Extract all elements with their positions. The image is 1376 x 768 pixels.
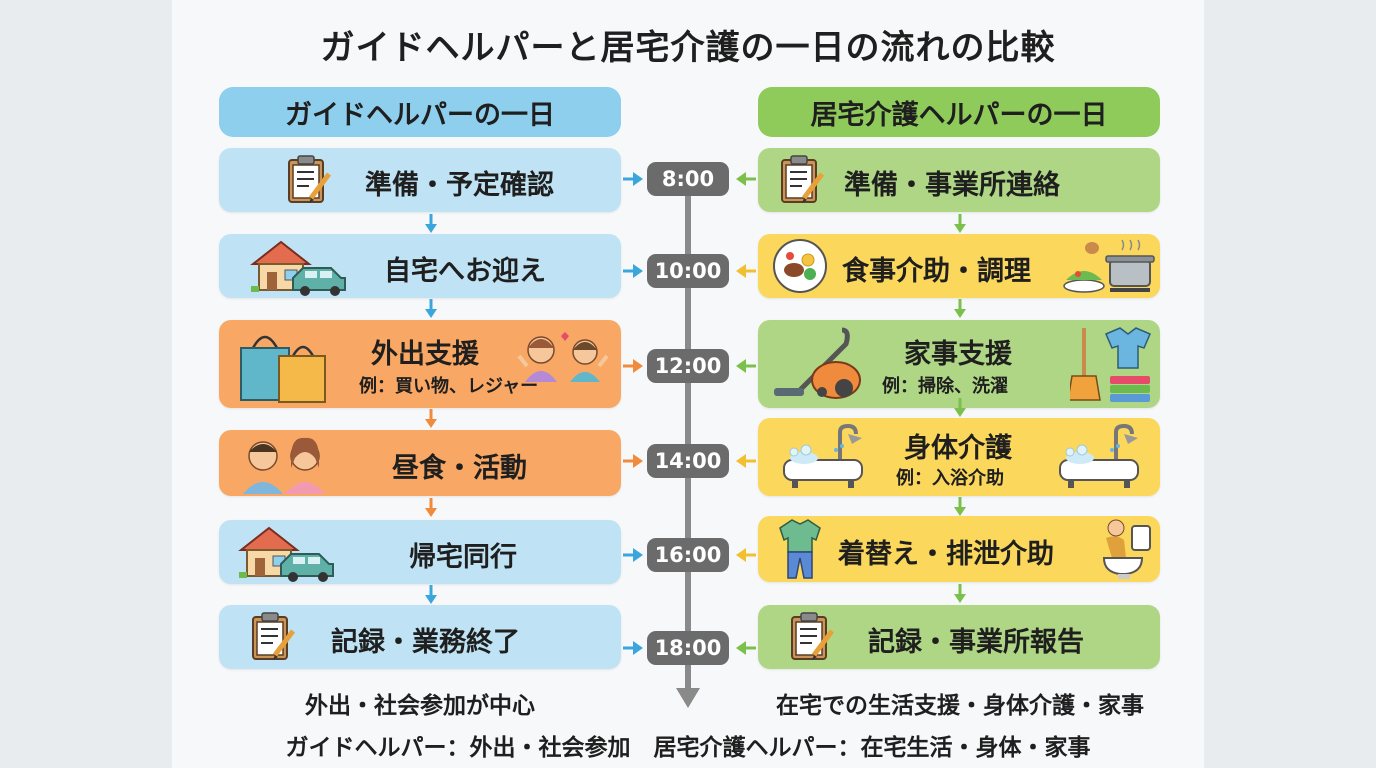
time-badge-0800: 8:00 bbox=[647, 162, 729, 196]
time-badge-1800: 18:00 bbox=[647, 631, 729, 665]
left-arrow-icon bbox=[736, 172, 756, 186]
right-down-arrow-icon bbox=[954, 398, 966, 417]
right-arrow-icon bbox=[623, 454, 643, 468]
time-badge-1200: 12:00 bbox=[647, 349, 729, 383]
right-step-1: 準備・事業所連絡 bbox=[758, 148, 1160, 212]
left-down-arrow-icon bbox=[425, 409, 437, 428]
right-step-5-label: 着替え・排泄介助 bbox=[838, 539, 1054, 570]
right-step-6: 記録・事業所報告 bbox=[758, 605, 1160, 669]
right-column-heading: 居宅介護ヘルパーの一日 bbox=[758, 87, 1160, 137]
left-step-2-label: 自宅へお迎え bbox=[384, 256, 546, 287]
left-column-heading: ガイドヘルパーの一日 bbox=[219, 87, 621, 137]
right-arrow-icon bbox=[623, 548, 643, 562]
bathtub-icon bbox=[783, 424, 863, 488]
right-arrow-icon bbox=[623, 641, 643, 655]
time-badge-1400: 14:00 bbox=[647, 444, 729, 478]
cooking-pot-icon bbox=[1063, 239, 1155, 293]
left-step-1-label: 準備・予定確認 bbox=[365, 170, 554, 201]
right-step-3: 家事支援 例：掃除、洗濯 bbox=[758, 320, 1160, 408]
left-down-arrow-icon bbox=[425, 299, 437, 318]
left-step-5: 帰宅同行 bbox=[219, 520, 621, 584]
left-arrow-icon bbox=[736, 454, 756, 468]
left-arrow-icon bbox=[736, 641, 756, 655]
left-step-6: 記録・業務終了 bbox=[219, 605, 621, 669]
clothes-icon bbox=[779, 519, 821, 579]
left-step-3: 外出支援 例：買い物、レジャー bbox=[219, 320, 621, 408]
right-arrow-icon bbox=[623, 264, 643, 278]
right-step-4: 身体介護 例：入浴介助 bbox=[758, 418, 1160, 496]
left-step-3-label: 外出支援 bbox=[371, 339, 479, 370]
happy-people-icon bbox=[517, 332, 609, 382]
clipboard-icon bbox=[288, 155, 331, 203]
shopping-bags-icon bbox=[240, 335, 326, 403]
right-arrow-icon bbox=[623, 359, 643, 373]
right-step-1-label: 準備・事業所連絡 bbox=[844, 170, 1060, 201]
right-down-arrow-icon bbox=[954, 299, 966, 318]
house-car-icon bbox=[238, 526, 334, 582]
right-arrow-icon bbox=[623, 172, 643, 186]
left-down-arrow-icon bbox=[425, 498, 437, 517]
bathtub-icon bbox=[1059, 424, 1139, 488]
left-step-3-example: 例：買い物、レジャー bbox=[359, 376, 539, 397]
right-step-4-label: 身体介護 bbox=[904, 433, 1012, 464]
timeline-axis bbox=[685, 192, 691, 692]
right-step-2: 食事介助・調理 bbox=[758, 234, 1160, 298]
left-summary: 外出・社会参加が中心 bbox=[305, 693, 535, 719]
left-step-4: 昼食・活動 bbox=[219, 430, 621, 496]
clipboard-icon bbox=[791, 612, 834, 660]
left-step-5-label: 帰宅同行 bbox=[409, 542, 517, 573]
vacuum-icon bbox=[774, 327, 861, 399]
right-down-arrow-icon bbox=[954, 214, 966, 233]
left-arrow-icon bbox=[736, 548, 756, 562]
toilet-icon bbox=[1102, 519, 1151, 579]
timeline-arrow-icon bbox=[676, 688, 700, 708]
time-badge-1000: 10:00 bbox=[647, 254, 729, 288]
house-car-icon bbox=[250, 240, 346, 296]
left-step-6-label: 記録・業務終了 bbox=[331, 627, 520, 658]
right-step-4-example: 例：入浴介助 bbox=[896, 468, 1004, 489]
right-down-arrow-icon bbox=[954, 584, 966, 603]
meal-plate-icon bbox=[773, 239, 827, 293]
left-arrow-icon bbox=[736, 264, 756, 278]
left-down-arrow-icon bbox=[425, 214, 437, 233]
right-down-arrow-icon bbox=[954, 497, 966, 516]
two-people-icon bbox=[243, 437, 325, 494]
time-badge-1600: 16:00 bbox=[647, 538, 729, 572]
right-step-2-label: 食事介助・調理 bbox=[842, 256, 1031, 287]
left-arrow-icon bbox=[736, 359, 756, 373]
left-step-2: 自宅へお迎え bbox=[219, 234, 621, 298]
clipboard-icon bbox=[781, 155, 824, 203]
page-title: ガイドヘルパーと居宅介護の一日の流れの比較 bbox=[320, 28, 1056, 68]
right-step-3-example: 例：掃除、洗濯 bbox=[882, 376, 1008, 397]
footer-comparison: ガイドヘルパー：外出・社会参加 居宅介護ヘルパー：在宅生活・身体・家事 bbox=[285, 735, 1091, 761]
broom-laundry-icon bbox=[1070, 327, 1151, 402]
right-step-3-label: 家事支援 bbox=[904, 339, 1012, 370]
right-step-5: 着替え・排泄介助 bbox=[758, 516, 1160, 582]
left-down-arrow-icon bbox=[425, 585, 437, 604]
left-step-1: 準備・予定確認 bbox=[219, 148, 621, 212]
right-step-6-label: 記録・事業所報告 bbox=[868, 627, 1084, 658]
clipboard-icon bbox=[252, 612, 295, 660]
right-summary: 在宅での生活支援・身体介護・家事 bbox=[776, 693, 1144, 719]
left-step-4-label: 昼食・活動 bbox=[392, 453, 527, 484]
